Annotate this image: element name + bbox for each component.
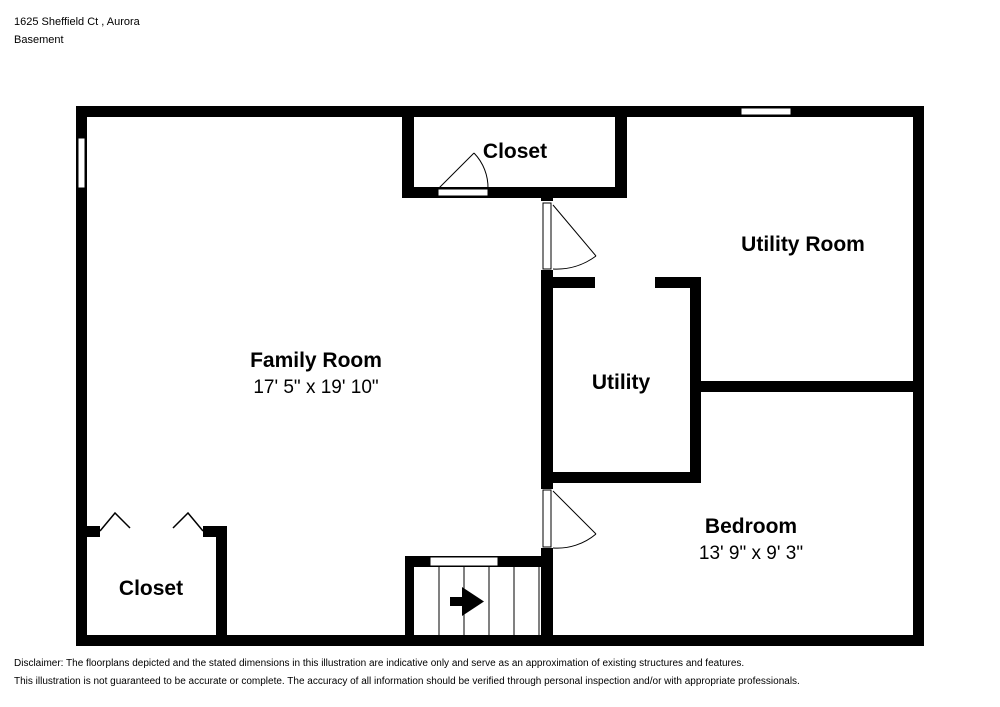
bottom-closet-wall-left-stub — [76, 526, 100, 537]
top-closet-wall-left — [402, 106, 414, 198]
utility-wall-right — [690, 277, 701, 483]
wall-left — [76, 106, 87, 646]
interior-walls — [76, 106, 924, 646]
utility-wall-top-left — [541, 277, 595, 288]
central-wall-upper — [541, 187, 553, 201]
central-wall-middle — [541, 270, 553, 489]
utility-room-door — [542, 202, 597, 270]
utility-name: Utility — [592, 371, 651, 394]
utility-wall-bottom — [541, 472, 701, 483]
floor-level-label: Basement — [14, 34, 64, 46]
top-closet-name: Closet — [483, 140, 547, 163]
bedroom-wall-top — [690, 381, 924, 392]
stairs — [438, 567, 540, 635]
bottom-closet-bifold-door — [99, 511, 204, 532]
windows — [77, 107, 792, 189]
wall-bottom — [76, 635, 924, 646]
bedroom-name: Bedroom — [705, 515, 797, 538]
top-closet-wall-right — [615, 106, 627, 198]
family-room-name: Family Room — [250, 349, 382, 372]
wall-right — [913, 106, 924, 646]
bedroom-door — [542, 489, 597, 549]
wall-top — [76, 106, 924, 117]
stair-opening — [429, 556, 499, 567]
utility-room-name: Utility Room — [741, 233, 865, 256]
bottom-closet-wall-right-stub — [203, 526, 227, 537]
central-wall-lower — [541, 548, 553, 646]
top-closet-wall-bottom — [402, 187, 627, 198]
stair-wall-left — [405, 556, 414, 646]
disclaimer-line-2: This illustration is not guaranteed to b… — [14, 676, 800, 687]
window-top — [740, 107, 792, 116]
bottom-closet-name: Closet — [119, 577, 183, 600]
doors — [99, 152, 597, 567]
utility-wall-top-right — [655, 277, 701, 288]
window-left — [77, 137, 86, 189]
bottom-closet-wall-right — [216, 526, 227, 646]
stair-direction-arrow-icon — [450, 587, 484, 616]
disclaimer-line-1: Disclaimer: The floorplans depicted and … — [14, 658, 745, 669]
family-room-dims: 17' 5" x 19' 10" — [253, 377, 378, 398]
top-closet-door — [437, 152, 489, 197]
bedroom-dims: 13' 9" x 9' 3" — [699, 543, 803, 564]
property-address: 1625 Sheffield Ct , Aurora — [14, 16, 140, 28]
exterior-walls — [76, 106, 924, 646]
room-labels: Family Room 17' 5" x 19' 10" Closet Util… — [119, 140, 865, 600]
